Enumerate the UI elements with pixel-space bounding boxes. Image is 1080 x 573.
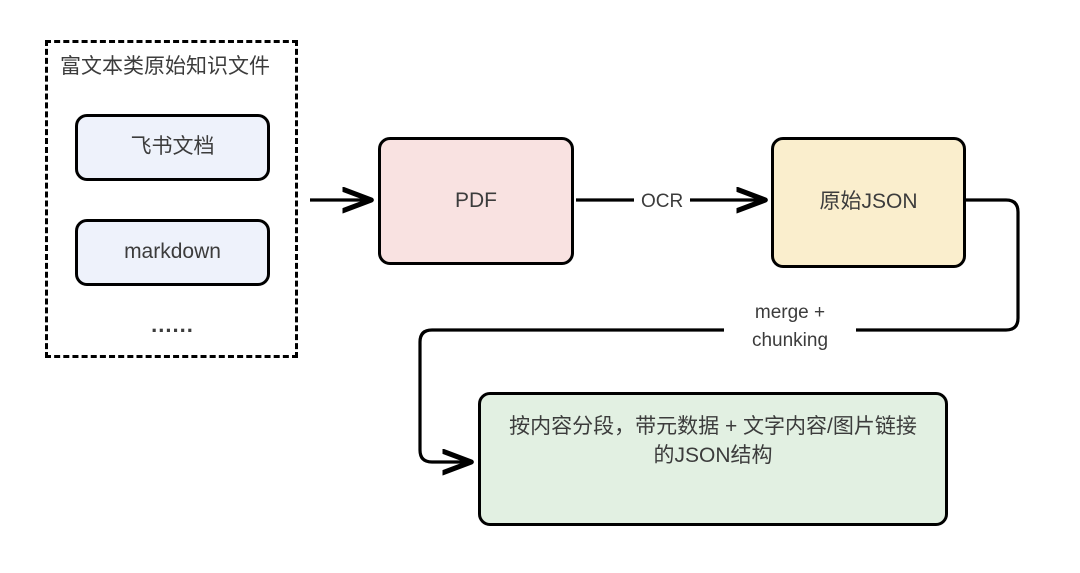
edge-label-merge-chunking-line2: chunking	[751, 329, 829, 351]
node-pdf-label: PDF	[455, 188, 497, 212]
node-pdf[interactable]: PDF	[378, 137, 574, 265]
node-feishu-doc-label: 飞书文档	[130, 135, 215, 159]
edge-label-merge-chunking: merge + chunking	[724, 299, 856, 355]
edge-label-merge-chunking-line1: merge +	[754, 302, 826, 323]
node-feishu-doc[interactable]: 飞书文档	[75, 114, 270, 181]
node-ellipsis: ......	[75, 305, 270, 345]
node-markdown-label: markdown	[124, 240, 221, 264]
edge-label-ocr: OCR	[634, 188, 691, 216]
node-chunked-json-label: 按内容分段，带元数据 + 文字内容/图片链接的JSON结构	[509, 415, 917, 467]
node-raw-json[interactable]: 原始JSON	[771, 137, 966, 268]
node-chunked-json[interactable]: 按内容分段，带元数据 + 文字内容/图片链接的JSON结构	[478, 392, 948, 526]
node-raw-json-label: 原始JSON	[819, 190, 918, 214]
group-rich-text-sources-title: 富文本类原始知识文件	[60, 55, 270, 78]
node-ellipsis-label: ......	[151, 311, 194, 337]
group-rich-text-sources	[45, 40, 298, 358]
node-markdown[interactable]: markdown	[75, 219, 270, 286]
